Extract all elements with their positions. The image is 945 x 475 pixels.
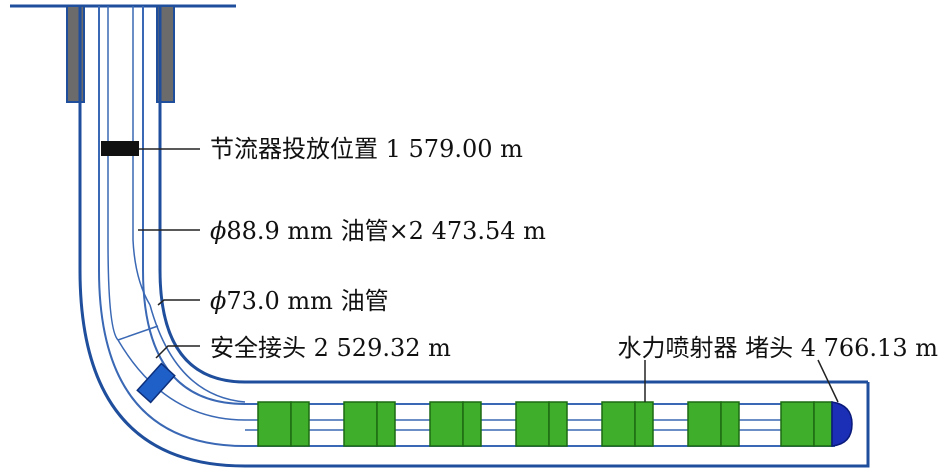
leader-tubing-730 xyxy=(157,299,200,306)
label-tubing-730-symbol: ϕ xyxy=(210,287,226,315)
tubing-lower-line-a xyxy=(117,339,835,421)
jet-collar xyxy=(376,401,396,447)
tubing-lower-line-b xyxy=(149,304,246,403)
jet-collar xyxy=(720,401,740,447)
label-safety-joint: 安全接头 2 529.32 m xyxy=(210,334,451,362)
jet-body xyxy=(780,401,815,447)
casing-inner-wall xyxy=(158,6,868,384)
choke-plug xyxy=(101,141,139,156)
leader-plug xyxy=(817,359,839,403)
jet-collar xyxy=(462,401,482,447)
jet-body xyxy=(687,401,722,447)
label-jet-and-plug: 水力喷射器 堵头 4 766.13 m xyxy=(617,334,938,362)
jet-collar xyxy=(813,401,833,447)
tubing-reducer-line xyxy=(117,325,159,341)
jet-collar xyxy=(634,401,654,447)
jet-body xyxy=(515,401,550,447)
leader-safety-joint xyxy=(155,345,200,359)
tubing-center-line-b xyxy=(132,6,151,306)
label-tubing-730-text: 73.0 mm 油管 xyxy=(226,287,388,315)
label-tubing-889: ϕ88.9 mm 油管×2 473.54 m xyxy=(210,217,546,245)
jet-body xyxy=(601,401,636,447)
leader-lines xyxy=(138,148,839,403)
plug-cap xyxy=(831,401,853,447)
jet-body xyxy=(257,401,292,447)
safety-joint xyxy=(136,362,176,404)
jet-body xyxy=(343,401,378,447)
jet-group xyxy=(257,401,833,447)
tubing-outer-wall xyxy=(98,6,835,447)
casing-outer-wall xyxy=(78,6,870,468)
jet-body xyxy=(429,401,464,447)
jet-collar xyxy=(290,401,310,447)
tubing-center-line-a xyxy=(107,6,119,341)
label-tubing-730: ϕ73.0 mm 油管 xyxy=(210,287,389,315)
label-choke-position: 节流器投放位置 1 579.00 m xyxy=(210,135,523,163)
label-tubing-889-text: 88.9 mm 油管×2 473.54 m xyxy=(226,217,546,245)
jet-collar xyxy=(548,401,568,447)
label-tubing-889-symbol: ϕ xyxy=(210,217,226,245)
